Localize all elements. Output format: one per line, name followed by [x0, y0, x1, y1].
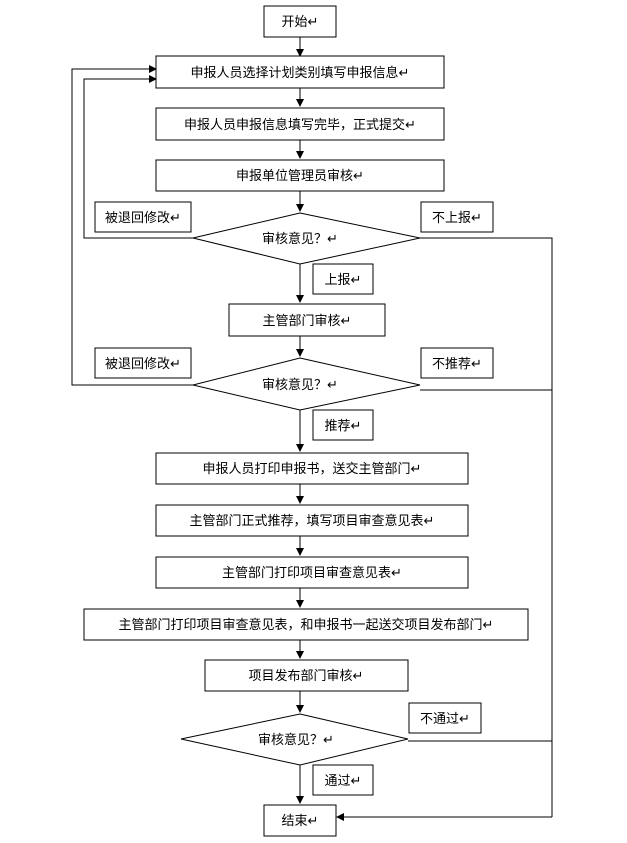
step-print-application: 申报人员打印申报书，送交主管部门↵ [155, 452, 469, 485]
decision-2-label: 审核意见？↵ [262, 377, 338, 393]
step-print-review-form: 主管部门打印项目审查意见表↵ [155, 556, 469, 589]
step-dept-review: 主管部门审核↵ [228, 303, 386, 337]
decision-1-return-label-box: 被退回修改↵ [94, 201, 192, 233]
step-dept-review-label: 主管部门审核↵ [263, 314, 352, 329]
decision-3-reject-label: 不通过↵ [420, 712, 470, 727]
decision-3-reject-label-box: 不通过↵ [408, 702, 482, 734]
decision-1-pass-label: 上报↵ [325, 273, 362, 288]
step-send-publisher-label: 主管部门打印项目审查意见表，和申报书一起送交项目发布部门↵ [119, 617, 494, 633]
start-node: 开始↵ [263, 5, 337, 38]
step-dept-recommend-label: 主管部门正式推荐，填写项目审查意见表↵ [190, 513, 435, 529]
step-submit: 申报人员申报信息填写完毕，正式提交↵ [155, 107, 445, 141]
step-unit-review: 申报单位管理员审核↵ [155, 159, 445, 192]
decision-2-return-label: 被退回修改↵ [105, 357, 181, 372]
decision-1-pass-label-box: 上报↵ [312, 263, 374, 295]
step-dept-recommend: 主管部门正式推荐，填写项目审查意见表↵ [155, 504, 469, 537]
decision-2-pass-label-box: 推荐↵ [312, 409, 374, 441]
decision-1-reject-label-box: 不上报↵ [420, 201, 494, 233]
step-select-plan-label: 申报人员选择计划类别填写申报信息↵ [191, 65, 410, 81]
decision-3: 审核意见？↵ [180, 713, 409, 766]
decision-2-reject-label-box: 不推荐↵ [420, 347, 494, 379]
step-submit-label: 申报人员申报信息填写完毕，正式提交↵ [184, 117, 416, 133]
start-label: 开始↵ [282, 15, 319, 30]
decision-1-label: 审核意见？↵ [262, 231, 338, 247]
decision-1-return-label: 被退回修改↵ [105, 211, 181, 226]
return-connectors [71, 65, 193, 386]
step-publisher-review-label: 项目发布部门审核↵ [249, 668, 364, 684]
decision-1-reject-label: 不上报↵ [432, 211, 482, 226]
step-print-application-label: 申报人员打印申报书，送交主管部门↵ [203, 461, 422, 477]
step-publisher-review: 项目发布部门审核↵ [204, 659, 409, 692]
end-label: 结束↵ [282, 814, 319, 829]
step-unit-review-label: 申报单位管理员审核↵ [236, 169, 364, 184]
decision-3-pass-label-box: 通过↵ [312, 764, 374, 796]
decision-2-pass-label: 推荐↵ [325, 419, 362, 434]
reject-connectors [336, 237, 553, 821]
step-send-publisher: 主管部门打印项目审查意见表，和申报书一起送交项目发布部门↵ [83, 608, 529, 641]
end-node: 结束↵ [263, 804, 337, 837]
step-select-plan: 申报人员选择计划类别填写申报信息↵ [155, 55, 445, 89]
decision-2-reject-label: 不推荐↵ [432, 357, 482, 372]
decision-1: 审核意见？↵ [192, 212, 421, 265]
decision-3-label: 审核意见？↵ [258, 732, 334, 748]
decision-2-return-label-box: 被退回修改↵ [94, 347, 192, 379]
decision-3-pass-label: 通过↵ [325, 774, 362, 789]
decision-2: 审核意见？↵ [192, 357, 421, 411]
step-print-review-form-label: 主管部门打印项目审查意见表↵ [222, 565, 402, 581]
